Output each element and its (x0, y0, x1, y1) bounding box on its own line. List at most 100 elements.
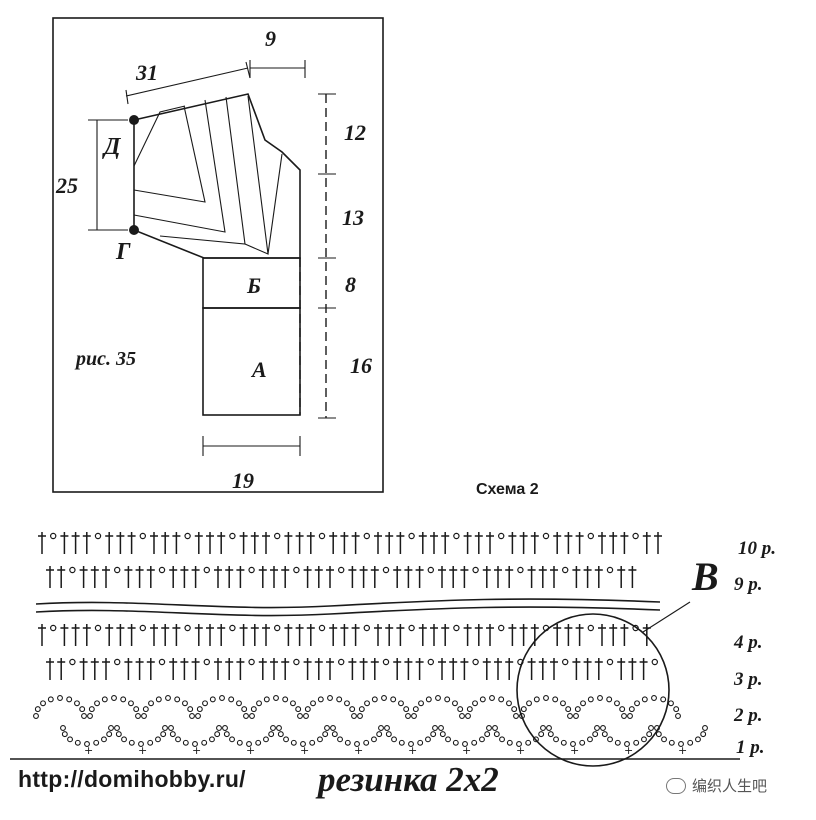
arc-chain (668, 700, 674, 707)
treble-stitch (374, 532, 382, 554)
chain-stitch (158, 658, 166, 666)
chain-stitch (517, 658, 524, 666)
arc-chain (567, 713, 573, 719)
arc-chain (216, 725, 222, 731)
chain-stitch (94, 532, 102, 540)
chain-stitch (158, 566, 166, 574)
treble-stitch (348, 658, 357, 680)
treble-stitch (575, 532, 584, 554)
rib-caption: резинка 2х2 (318, 760, 499, 799)
treble-stitch (206, 532, 214, 554)
arc-chain (283, 736, 289, 743)
arc-chain (543, 695, 549, 701)
arc-chain (94, 700, 100, 707)
point-g-label: Г (115, 239, 131, 265)
arc-chain (641, 696, 648, 703)
treble-stitch (326, 566, 334, 588)
arc-chain (499, 736, 505, 743)
arc-chain (673, 706, 680, 713)
row-label-4: 4 р. (733, 632, 763, 653)
arc-chain (189, 713, 195, 719)
treble-stitch (150, 532, 158, 554)
arc-chain (133, 706, 140, 713)
arc-chain (223, 731, 230, 738)
chain-stitch (229, 532, 236, 540)
dim-bottom-width: 19 (232, 468, 254, 493)
arc-chain (120, 696, 127, 703)
arc-chain (101, 696, 108, 703)
arc-chain (606, 696, 613, 703)
treble-stitch (340, 532, 349, 554)
treble-stitch (79, 658, 88, 680)
chain-stitch (632, 532, 639, 540)
treble-stitch (617, 658, 626, 680)
arc-chain (138, 741, 144, 747)
row-4-stitches (38, 624, 651, 646)
treble-stitch (404, 566, 413, 588)
arc-chain (444, 696, 451, 703)
treble-stitch (351, 532, 360, 554)
treble-stitch (102, 658, 110, 680)
treble-stitch (348, 566, 357, 588)
chain-stitch (562, 566, 569, 574)
treble-stitch (303, 658, 312, 680)
arc-chain (628, 706, 635, 713)
arc-chain (344, 700, 350, 707)
treble-stitch (214, 566, 222, 588)
arc-chain (511, 706, 518, 713)
treble-stitch (250, 532, 259, 554)
treble-stitch (385, 532, 394, 554)
row-3-stitches (46, 658, 659, 680)
arc-chain (439, 731, 446, 738)
arc-chain (619, 706, 626, 713)
arc-chain (381, 695, 387, 701)
arc-chain (498, 696, 505, 703)
chain-stitch (408, 624, 415, 632)
arc-chain (310, 700, 316, 707)
treble-stitch (57, 658, 66, 680)
arc-chain (486, 725, 492, 731)
chain-stitch (498, 624, 505, 632)
arc-chain (417, 739, 424, 746)
row-label-2: 2 р. (733, 705, 763, 726)
chain-stitch (338, 658, 345, 666)
arc-chain (57, 695, 63, 701)
dim-band-right: 8 (345, 272, 356, 297)
treble-stitch (564, 624, 573, 646)
treble-stitch (258, 566, 267, 588)
treble-stitch (172, 624, 181, 646)
point-d-label: Д (102, 134, 122, 160)
dim-cuff-right: 16 (350, 353, 372, 378)
arc-chain (430, 731, 437, 738)
arc-chain (601, 731, 608, 738)
arc-chain (479, 696, 486, 703)
treble-stitch (519, 532, 528, 554)
treble-stitch (258, 658, 267, 680)
arc-chain (655, 731, 662, 738)
arc-chain (165, 695, 171, 701)
arc-chain (492, 725, 498, 731)
arc-chain (297, 713, 303, 719)
treble-stitch (90, 658, 99, 680)
treble-stitch (583, 658, 592, 680)
arc-chain (668, 739, 675, 746)
treble-stitch (538, 566, 547, 588)
treble-stitch (351, 624, 360, 646)
arc-chain (661, 736, 667, 743)
chain-stitch (382, 566, 390, 574)
treble-stitch (508, 624, 517, 646)
wavy-break-line (35, 598, 661, 609)
chain-stitch (562, 658, 569, 666)
arc-chain (295, 706, 302, 713)
arc-chain (627, 713, 633, 719)
treble-stitch (639, 658, 648, 680)
arc-chain (398, 700, 404, 707)
chain-stitch (606, 658, 614, 666)
treble-stitch (124, 566, 133, 588)
treble-stitch (306, 624, 315, 646)
chat-bubble-icon (666, 777, 686, 794)
chain-stitch (139, 624, 146, 632)
arc-chain (358, 706, 365, 713)
arc-chain (344, 739, 351, 746)
treble-stitch (105, 532, 114, 554)
